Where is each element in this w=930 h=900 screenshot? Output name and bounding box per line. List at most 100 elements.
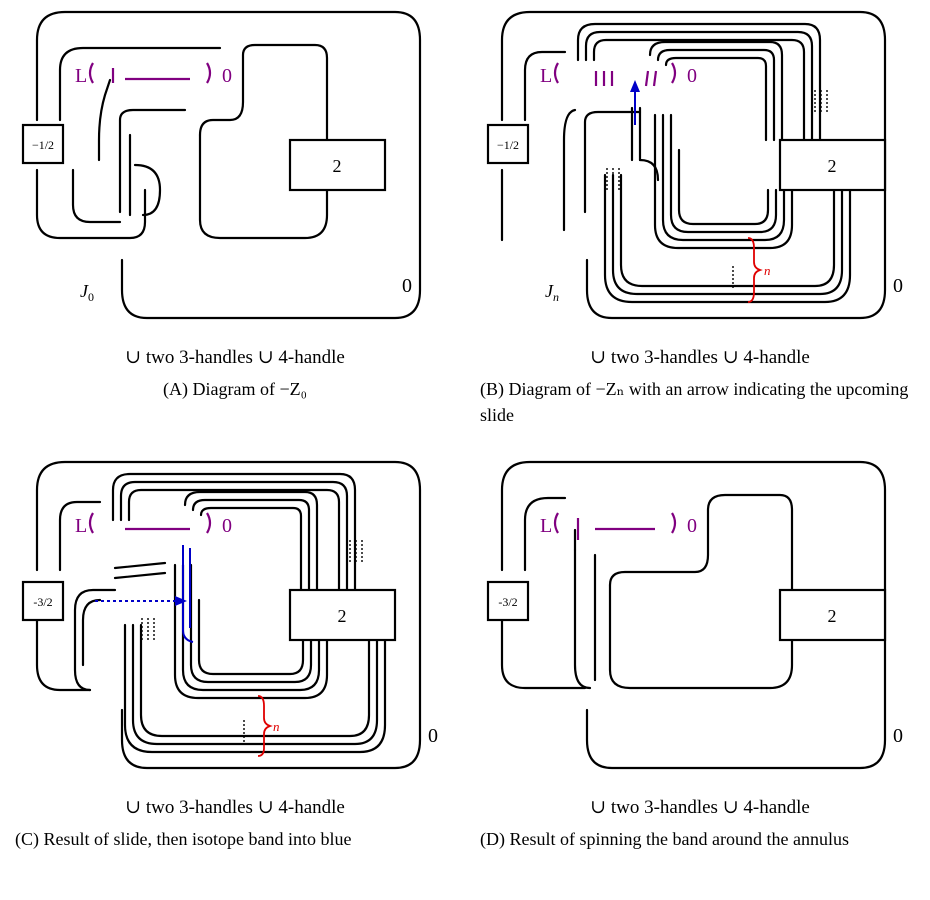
panel-a: L 0 −1/2 2 J0 0 ∪ two 3-handles ∪ 4-hand… [15, 0, 455, 420]
brace [747, 237, 763, 303]
right-loop [198, 43, 329, 142]
inner-loop-top [523, 496, 567, 572]
center-strand [97, 78, 112, 162]
inner-u-3 [669, 113, 778, 234]
box-left [21, 580, 65, 622]
dots [606, 90, 828, 290]
outer-u-2 [131, 623, 379, 746]
band-1 [648, 40, 784, 142]
outer-u-3 [139, 623, 371, 738]
band-1 [183, 490, 319, 592]
framing-right: 0 [893, 275, 903, 297]
left-strand [35, 168, 147, 240]
left-hook [73, 588, 117, 692]
purple-unknot-b [553, 62, 677, 87]
handle-union: ∪ two 3-handles ∪ 4-handle [125, 797, 345, 818]
box-right [778, 588, 887, 642]
purple-unknot-d [553, 512, 677, 540]
label-L: L [75, 515, 87, 537]
kirby-diagram-c: n L 0 -3/2 2 0 [21, 460, 438, 770]
purple-unknot-c [88, 512, 212, 534]
slide-arrowhead [630, 80, 640, 92]
bottom-loop [608, 583, 794, 690]
kirby-diagram-b: n L 0 −1/2 2 Jn 0 [486, 10, 903, 320]
brace [257, 695, 273, 757]
cross-strand [583, 110, 642, 214]
cross-strand [118, 108, 187, 214]
center-vertical [573, 548, 592, 690]
band-3 [199, 506, 303, 592]
box-right-label: 2 [338, 606, 347, 626]
framing-right: 0 [402, 275, 412, 297]
box-right [288, 138, 387, 192]
caption-b: (B) Diagram of −Zₙ with an arrow indicat… [480, 379, 909, 425]
band-3 [664, 56, 768, 142]
panel-c: n L 0 -3/2 2 0 ∪ two 3-handles ∪ 4-handl… [15, 450, 455, 870]
inner-loop-top [523, 50, 567, 122]
knot-label: Jn [545, 281, 559, 304]
handle-union: ∪ two 3-handles ∪ 4-handle [125, 347, 345, 368]
inner-loop-top [58, 46, 222, 122]
purple-unknot-a [88, 62, 212, 84]
dots [141, 540, 363, 744]
box-left [486, 580, 530, 622]
label-L: L [540, 65, 552, 87]
blue-band [95, 545, 194, 643]
crossing-hook [133, 163, 162, 217]
inner-u-1 [653, 113, 794, 250]
inner-u-2 [181, 563, 321, 692]
box-left-label: −1/2 [32, 138, 54, 152]
box-left [21, 123, 65, 165]
parallel-top-3 [127, 488, 341, 592]
cross-2 [113, 571, 167, 580]
kirby-diagram-a: L 0 −1/2 2 J0 0 [21, 10, 422, 320]
parallel-top-1 [111, 472, 357, 592]
band-2 [656, 48, 776, 142]
blue-arrowhead [175, 596, 187, 606]
outer-u-2 [611, 173, 844, 296]
outer-u-3 [619, 173, 836, 288]
panel-d: L 0 -3/2 2 0 ∪ two 3-handles ∪ 4-handle … [480, 450, 920, 870]
hook [638, 158, 660, 182]
band-2 [191, 498, 311, 592]
caption-d: (D) Result of spinning the band around t… [480, 829, 849, 849]
box-left-label: -3/2 [33, 595, 52, 609]
inner-u-2 [661, 113, 786, 242]
framing-right: 0 [428, 725, 438, 747]
outer-strand [35, 10, 422, 320]
box-right [778, 138, 887, 192]
box-right-label: 2 [333, 156, 342, 176]
framing-top: 0 [222, 515, 232, 537]
box-left-label: -3/2 [498, 595, 517, 609]
brace-label: n [273, 719, 280, 734]
framing-right: 0 [893, 725, 903, 747]
left-strand [35, 618, 92, 692]
parallel-top-2 [584, 30, 814, 142]
box-right-label: 2 [828, 606, 837, 626]
box-left [486, 123, 530, 165]
framing-top: 0 [222, 65, 232, 87]
inner-u-4 [677, 148, 770, 226]
label-L: L [540, 515, 552, 537]
knot-label: J0 [80, 281, 94, 304]
framing-top: 0 [687, 65, 697, 87]
box-right [288, 588, 397, 642]
left-hook-2 [81, 598, 102, 667]
outer-u-1 [123, 623, 387, 754]
outer-strand [35, 460, 422, 770]
box-right-label: 2 [828, 156, 837, 176]
box-left-label: −1/2 [497, 138, 519, 152]
handle-union: ∪ two 3-handles ∪ 4-handle [590, 797, 810, 818]
kirby-diagram-d: L 0 -3/2 2 0 [486, 460, 903, 770]
caption-c: (C) Result of slide, then isotope band i… [15, 829, 352, 849]
cross-1 [113, 561, 167, 570]
inner-u-1 [173, 563, 329, 700]
inner-u-3 [189, 563, 313, 684]
parallel-top-3 [592, 38, 806, 142]
framing-top: 0 [687, 515, 697, 537]
handle-union: ∪ two 3-handles ∪ 4-handle [590, 347, 810, 368]
label-L: L [75, 65, 87, 87]
panel-b: n L 0 −1/2 2 Jn 0 ∪ two 3-handles ∪ 4-ha… [480, 0, 920, 425]
caption-a: (A) Diagram of −Z₀ [163, 379, 307, 399]
right-loop [608, 493, 794, 592]
